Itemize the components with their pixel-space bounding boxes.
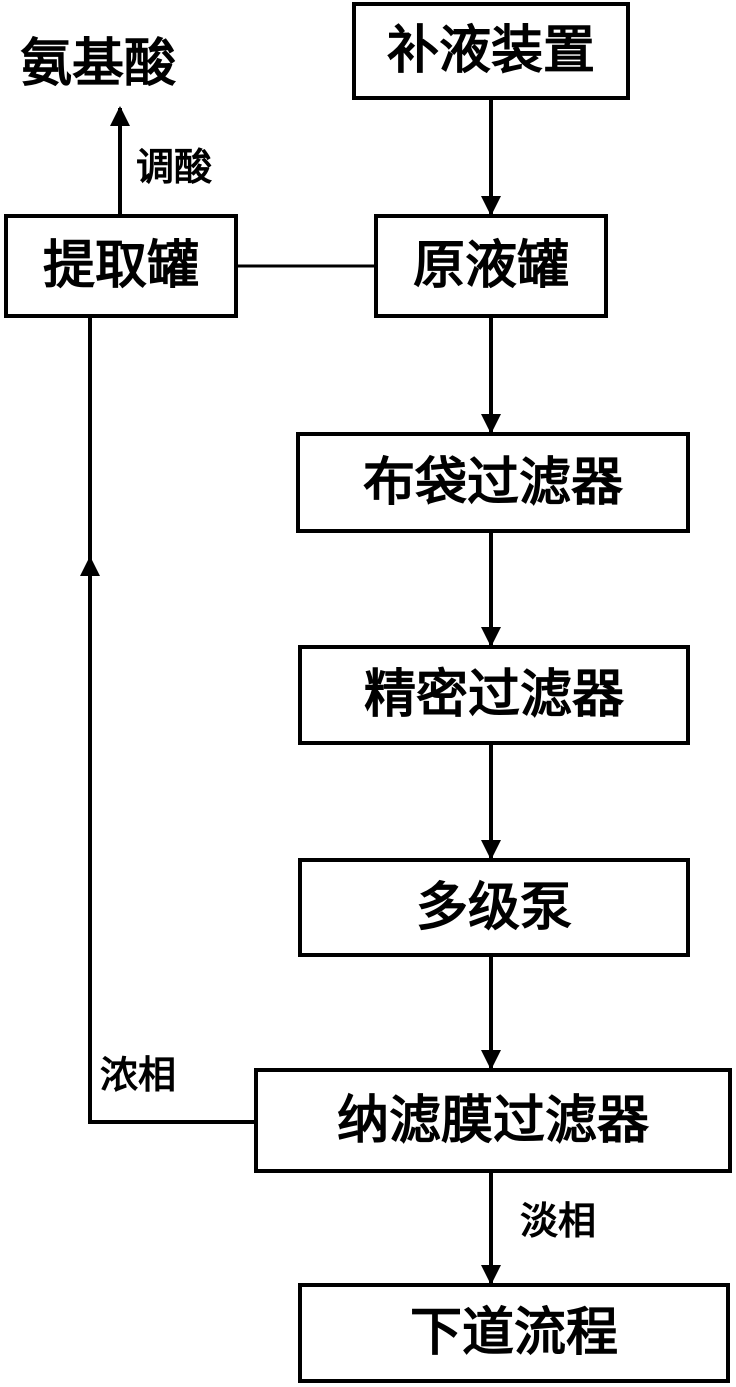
bag-filter-label: 布袋过滤器 xyxy=(362,452,623,513)
extraction-tank-label: 提取罐 xyxy=(42,236,199,296)
precision-filter-box: 精密过滤器 xyxy=(298,645,690,745)
dilute-phase-label: 淡相 xyxy=(520,1199,597,1243)
bag-filter-box: 布袋过滤器 xyxy=(296,432,690,533)
raw-tank-box: 原液罐 xyxy=(374,214,608,318)
precision-filter-label: 精密过滤器 xyxy=(363,665,624,725)
raw-tank-label: 原液罐 xyxy=(412,236,569,296)
amino-acid-output-label: 氨基酸 xyxy=(20,34,177,94)
nanofiltration-filter-box: 纳滤膜过滤器 xyxy=(254,1068,732,1173)
replenish-device-box: 补液装置 xyxy=(352,2,630,100)
multistage-pump-label: 多级泵 xyxy=(415,877,572,938)
multistage-pump-box: 多级泵 xyxy=(298,858,690,957)
extraction-tank-box: 提取罐 xyxy=(4,214,238,318)
acid-adjust-label: 调酸 xyxy=(136,145,213,189)
nanofiltration-filter-label: 纳滤膜过滤器 xyxy=(336,1090,649,1151)
concentrate-phase-label: 浓相 xyxy=(100,1053,177,1097)
downstream-process-box: 下道流程 xyxy=(298,1283,730,1383)
concentrate-return-path xyxy=(88,318,254,1124)
downstream-process-label: 下道流程 xyxy=(409,1303,618,1363)
replenish-device-label: 补液装置 xyxy=(386,21,595,81)
